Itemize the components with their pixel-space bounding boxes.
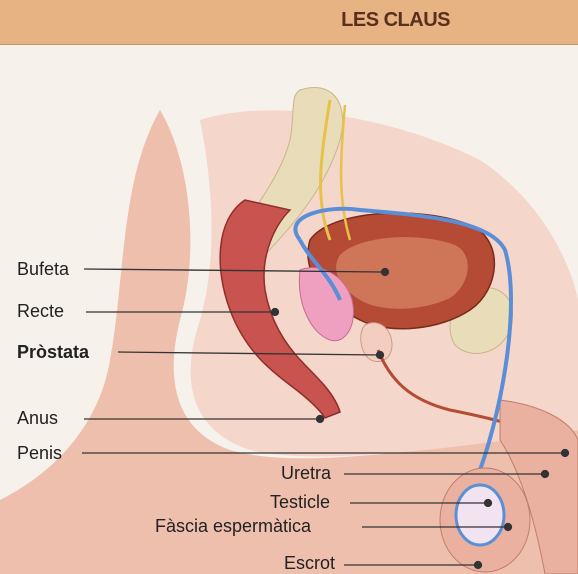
label-testicle: Testicle xyxy=(270,492,330,513)
label-bufeta: Bufeta xyxy=(17,259,69,280)
dot-prostata xyxy=(377,352,384,359)
dot-anus xyxy=(317,416,324,423)
dot-bufeta xyxy=(382,269,389,276)
label-penis: Penis xyxy=(17,443,62,464)
dot-escrot xyxy=(475,562,482,569)
dot-fascia xyxy=(505,524,512,531)
testicle-shape xyxy=(456,485,504,545)
label-anus: Anus xyxy=(17,408,58,429)
dot-testicle xyxy=(485,500,492,507)
label-escrot: Escrot xyxy=(284,553,335,574)
header-bar: LES CLAUS xyxy=(0,0,578,45)
label-prostata: Pròstata xyxy=(17,342,89,363)
label-fascia: Fàscia espermàtica xyxy=(155,516,311,537)
dot-recte xyxy=(272,309,279,316)
label-recte: Recte xyxy=(17,301,64,322)
dot-uretra xyxy=(542,471,549,478)
dot-penis xyxy=(562,450,569,457)
header-title: LES CLAUS xyxy=(341,9,450,32)
label-uretra: Uretra xyxy=(281,463,331,484)
